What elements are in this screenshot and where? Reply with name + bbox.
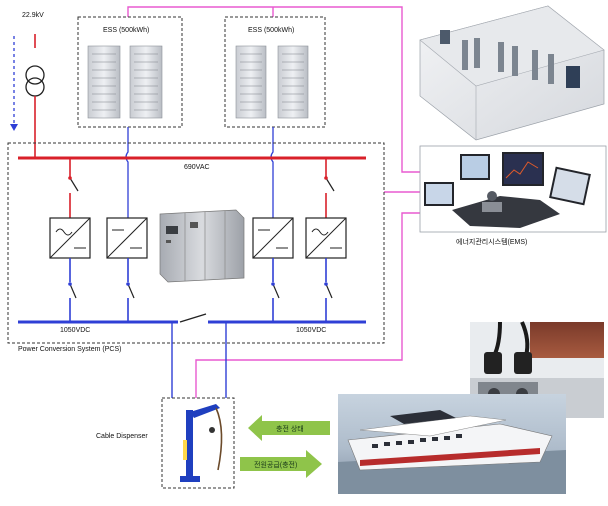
cable-dispenser-image bbox=[180, 404, 223, 482]
pcs-box bbox=[7, 142, 385, 344]
ess-dc-links bbox=[125, 127, 274, 218]
dc-breaker-icon bbox=[69, 283, 333, 299]
grid-source bbox=[10, 34, 45, 158]
dc-dc-converter-left bbox=[106, 217, 148, 259]
transformer-icon bbox=[25, 65, 45, 97]
ac-feeders bbox=[69, 158, 327, 218]
pcs-title: Power Conversion System (PCS) bbox=[18, 346, 122, 353]
power-arrow-label: 전원공급(충전) bbox=[254, 462, 298, 469]
battery-rack-icon bbox=[87, 45, 163, 119]
status-arrow-label: 충전 상태 bbox=[276, 426, 304, 433]
ess-container-image bbox=[419, 5, 605, 141]
status-arrow bbox=[248, 415, 330, 441]
ac-dc-converter-left bbox=[49, 217, 91, 259]
grid-flow-arrow-icon bbox=[10, 124, 18, 131]
signal-lines bbox=[127, 6, 420, 398]
ac-dc-converter-right bbox=[305, 217, 347, 259]
dc-bus-right-label: 1050VDC bbox=[296, 327, 327, 334]
bus-tie-switch-icon bbox=[179, 313, 207, 323]
ess-1-label: ESS (500kWh) bbox=[103, 27, 150, 34]
ess-box-1 bbox=[77, 16, 183, 128]
pcs-cabinet-image bbox=[159, 209, 245, 283]
ferry-image bbox=[338, 394, 566, 494]
dc-bus-left-label: 1050VDC bbox=[60, 327, 91, 334]
ems-workstation-image bbox=[424, 152, 591, 228]
ess-2-label: ESS (500kWh) bbox=[248, 27, 295, 34]
ess-box-2 bbox=[224, 16, 326, 128]
ems-label: 에너지관리시스템(EMS) bbox=[456, 239, 528, 246]
dc-dc-converter-right bbox=[252, 217, 294, 259]
ac-bus-label: 690VAC bbox=[184, 164, 210, 171]
cable-dispenser-label: Cable Dispenser bbox=[96, 433, 148, 440]
dispenser-box bbox=[161, 397, 235, 489]
power-arrow bbox=[240, 450, 322, 478]
ac-breaker-icon bbox=[69, 177, 335, 192]
grid-voltage-label: 22.9kV bbox=[22, 12, 44, 19]
dc-to-dispenser bbox=[171, 322, 227, 398]
battery-rack-icon bbox=[235, 45, 309, 119]
dc-feeders bbox=[69, 258, 327, 322]
